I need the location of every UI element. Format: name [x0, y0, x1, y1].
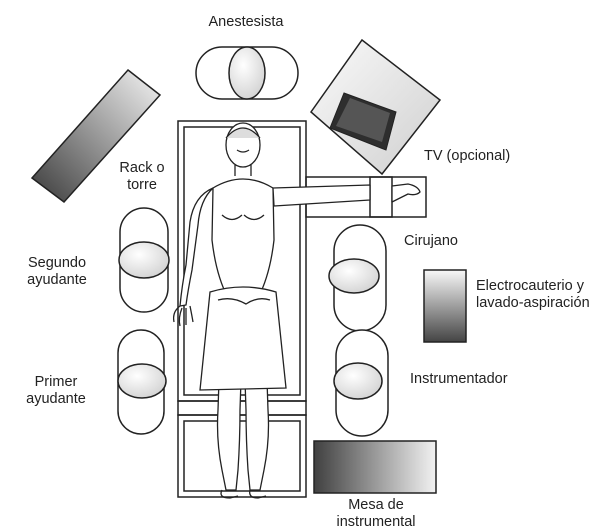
anesthetist-figure: [196, 47, 298, 99]
label-first-assistant-line2: ayudante: [8, 391, 104, 408]
label-rack: Rack o torre: [112, 160, 172, 194]
label-instrument-table: Mesa de instrumental: [320, 497, 432, 531]
instrument-table: [314, 441, 436, 493]
label-tv: TV (opcional): [424, 148, 510, 165]
surgeon-figure: [329, 225, 386, 331]
label-electrocautery-line2: lavado-aspiración: [476, 295, 590, 312]
patient-drape: [200, 287, 286, 390]
label-rack-line2: torre: [112, 177, 172, 194]
label-anesthetist: Anestesista: [196, 14, 296, 31]
first-assistant-figure: [118, 330, 166, 434]
scrub-nurse-figure: [334, 330, 388, 436]
label-second-assistant-line1: Segundo: [8, 255, 106, 272]
label-first-assistant: Primer ayudante: [8, 374, 104, 408]
label-second-assistant-line2: ayudante: [8, 272, 106, 289]
label-rack-line1: Rack o: [112, 160, 172, 177]
label-electrocautery-line1: Electrocauterio y: [476, 278, 590, 295]
tv-monitor: [311, 40, 440, 174]
electrocautery-unit: [424, 270, 466, 342]
label-surgeon: Cirujano: [404, 233, 458, 250]
label-instrument-table-line2: instrumental: [320, 514, 432, 531]
label-second-assistant: Segundo ayudante: [8, 255, 106, 289]
label-first-assistant-line1: Primer: [8, 374, 104, 391]
label-instrument-table-line1: Mesa de: [320, 497, 432, 514]
label-electrocautery: Electrocauterio y lavado-aspiración: [476, 278, 590, 312]
second-assistant-figure: [119, 208, 169, 312]
label-scrub-nurse: Instrumentador: [410, 371, 508, 388]
